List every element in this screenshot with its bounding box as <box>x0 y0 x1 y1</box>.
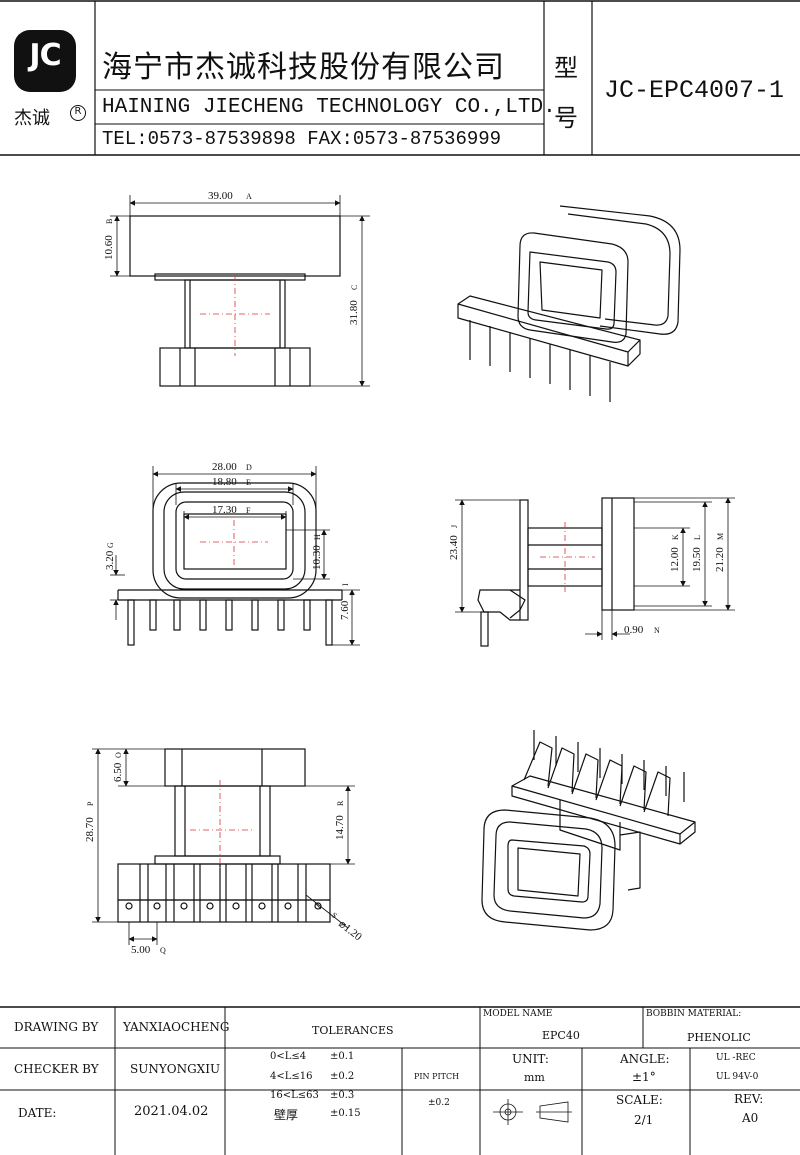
logo-badge <box>14 30 76 92</box>
dim-top-outer-tag: D <box>246 463 252 472</box>
footer-frame <box>0 1006 800 1155</box>
model-name-value: EPC40 <box>542 1029 580 1042</box>
technical-drawing: 39.00 A 10.60 B 31.80 C <box>84 190 735 956</box>
tolerance-range-1: 0<L≤4 <box>270 1051 307 1062</box>
dim-top-left-h: 3.20 <box>104 550 116 570</box>
logo-letters: JC <box>29 38 61 73</box>
pin-pitch-label: PIN PITCH <box>414 1072 460 1081</box>
drawing-by-value: YANXIAOCHENG <box>123 1020 230 1034</box>
dim-bot-total-h-tag: P <box>86 801 95 806</box>
tolerance-value-2: ±0.2 <box>330 1071 355 1082</box>
top-view <box>117 482 343 646</box>
bottom-dims <box>92 748 355 945</box>
cone-projection-icon <box>493 1099 572 1125</box>
top-dims <box>110 466 360 646</box>
dim-front-top-h: 10.60 <box>103 235 115 260</box>
model-number: JC-EPC4007-1 <box>604 76 785 105</box>
top-view-pins <box>127 599 333 646</box>
dim-pin-dia: ⌀1.20 <box>336 918 364 944</box>
registered-mark: R <box>74 106 82 117</box>
dim-top-base-h-tag: I <box>341 583 350 586</box>
tolerance-range-4: 壁厚 <box>274 1108 299 1122</box>
dim-front-total-h: 31.80 <box>348 300 360 325</box>
drawing-by-label: DRAWING BY <box>14 1020 99 1034</box>
model-label-bottom: 号 <box>554 104 578 132</box>
bobbin-material-value: PHENOLIC <box>687 1031 751 1044</box>
dim-top-mid-tag: E <box>246 478 251 487</box>
dim-top-left-h-tag: G <box>106 542 115 548</box>
front-dims <box>110 195 370 387</box>
logo-brand: 杰诚 <box>14 108 50 129</box>
ul-rec: UL -REC <box>716 1053 756 1063</box>
dim-side-h: 23.40 <box>448 535 460 560</box>
ul-94: UL 94V-0 <box>716 1072 759 1082</box>
dim-front-width: 39.00 <box>208 190 233 202</box>
dim-bot-core-h-tag: R <box>336 800 345 806</box>
dim-side-outer-tag: M <box>716 533 725 540</box>
model-label-top: 型 <box>554 54 578 82</box>
header-frame <box>0 0 800 156</box>
angle-label: ANGLE: <box>620 1052 670 1066</box>
dim-top-outer: 28.00 <box>212 461 237 473</box>
dim-top-mid: 18.80 <box>212 476 237 488</box>
tolerance-value-3: ±0.3 <box>330 1090 355 1101</box>
dim-side-h-tag: J <box>450 525 459 528</box>
dim-bot-total-h: 28.70 <box>84 817 96 842</box>
dim-bot-core-h: 14.70 <box>334 815 346 840</box>
dim-bot-pitch-tag: Q <box>160 946 166 955</box>
model-name-label: MODEL NAME <box>483 1009 553 1019</box>
dim-top-inner-h-tag: H <box>313 534 322 540</box>
company-name-en: HAINING JIECHENG TECHNOLOGY CO.,LTD. <box>102 96 556 119</box>
registered-mark-icon <box>70 105 86 121</box>
dim-front-width-tag: A <box>246 192 252 201</box>
tolerance-value-1: ±0.1 <box>330 1051 355 1062</box>
checker-by-value: SUNYONGXIU <box>130 1062 221 1076</box>
scale-label: SCALE: <box>616 1093 663 1107</box>
dim-side-wall: 0.90 <box>624 624 644 636</box>
unit-value: mm <box>524 1071 545 1084</box>
tolerance-range-3: 16<L≤63 <box>270 1090 319 1101</box>
tolerances-label: TOLERANCES <box>312 1024 394 1037</box>
dim-side-mid: 19.50 <box>691 547 703 572</box>
dim-bot-top-h-tag: O <box>114 752 123 758</box>
dim-bot-pitch: 5.00 <box>131 944 151 956</box>
dim-top-base-h: 7.60 <box>339 600 351 620</box>
dim-side-outer: 21.20 <box>714 547 726 572</box>
bottom-view <box>117 748 331 923</box>
dim-bot-top-h: 6.50 <box>112 762 124 782</box>
tolerance-range-2: 4<L≤16 <box>270 1071 313 1082</box>
company-name-cn: 海宁市杰诚科技股份有限公司 <box>102 50 505 85</box>
company-logo: JC 杰诚 R <box>10 30 88 140</box>
date-label: DATE: <box>18 1106 57 1120</box>
angle-value: ±1° <box>632 1070 656 1084</box>
dim-side-wall-tag: N <box>654 626 660 635</box>
front-view <box>129 215 341 387</box>
bobbin-material-label: BOBBIN MATERIAL: <box>646 1009 742 1019</box>
rev-label: REV: <box>734 1092 764 1106</box>
pin-pitch-value: ±0.2 <box>428 1098 450 1108</box>
dim-top-inner-h: 10.30 <box>311 545 323 570</box>
company-contact: TEL:0573-87539898 FAX:0573-87536999 <box>102 128 502 150</box>
dim-top-inner: 17.30 <box>212 504 237 516</box>
scale-value: 2/1 <box>634 1113 654 1127</box>
checker-by-label: CHECKER BY <box>14 1062 99 1076</box>
tolerance-value-4: ±0.15 <box>330 1108 361 1119</box>
dim-pin-dia-tag: S <box>330 910 339 920</box>
side-view <box>477 497 635 647</box>
dim-side-mid-tag: L <box>693 535 702 540</box>
dim-side-core-tag: K <box>671 534 680 540</box>
dim-side-core: 12.00 <box>669 547 681 572</box>
date-value: 2021.04.02 <box>134 1104 209 1119</box>
dim-top-inner-tag: F <box>246 506 251 515</box>
unit-label: UNIT: <box>512 1052 549 1066</box>
rev-value: A0 <box>742 1111 759 1125</box>
iso-view-top <box>457 205 681 402</box>
side-dims <box>455 497 735 640</box>
dim-front-top-h-tag: B <box>105 219 114 224</box>
iso-view-bottom <box>481 730 696 931</box>
dim-front-total-h-tag: C <box>350 285 359 290</box>
